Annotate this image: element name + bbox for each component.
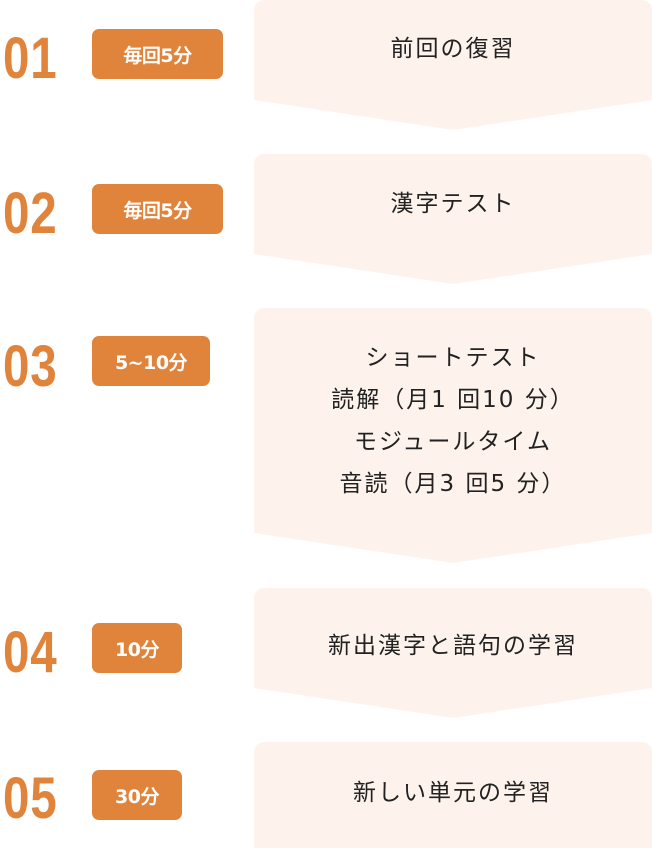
step-detail-list: ショートテスト 読解（月1 回10 分） モジュールタイム 音読（月3 回5 分…: [331, 337, 575, 505]
step-card: 漢字テスト: [254, 154, 652, 284]
step-number: 02: [3, 181, 58, 246]
step-card: 新出漢字と語句の学習: [254, 588, 652, 718]
step-title: 前回の復習: [390, 36, 516, 62]
step-number: 03: [3, 334, 58, 399]
step-title: 新しい単元の学習: [353, 780, 553, 806]
detail-line: 読解（月1 回10 分）: [331, 387, 575, 413]
duration-badge: 毎回5分: [92, 184, 223, 234]
duration-badge: 30分: [92, 770, 182, 820]
step-number: 04: [3, 620, 58, 685]
detail-line: ショートテスト: [365, 345, 541, 371]
step-number: 05: [3, 766, 58, 831]
step-card: 新しい単元の学習: [254, 742, 652, 848]
step-title: 漢字テスト: [390, 191, 516, 217]
duration-badge: 毎回5分: [92, 29, 223, 79]
duration-badge: 5~10分: [92, 336, 210, 386]
detail-line: モジュールタイム: [354, 429, 552, 455]
step-number: 01: [3, 26, 58, 91]
duration-badge: 10分: [92, 623, 182, 673]
step-card: ショートテスト 読解（月1 回10 分） モジュールタイム 音読（月3 回5 分…: [254, 308, 652, 563]
step-card: 前回の復習: [254, 0, 652, 130]
step-title: 新出漢字と語句の学習: [328, 633, 578, 659]
detail-line: 音読（月3 回5 分）: [339, 471, 567, 497]
